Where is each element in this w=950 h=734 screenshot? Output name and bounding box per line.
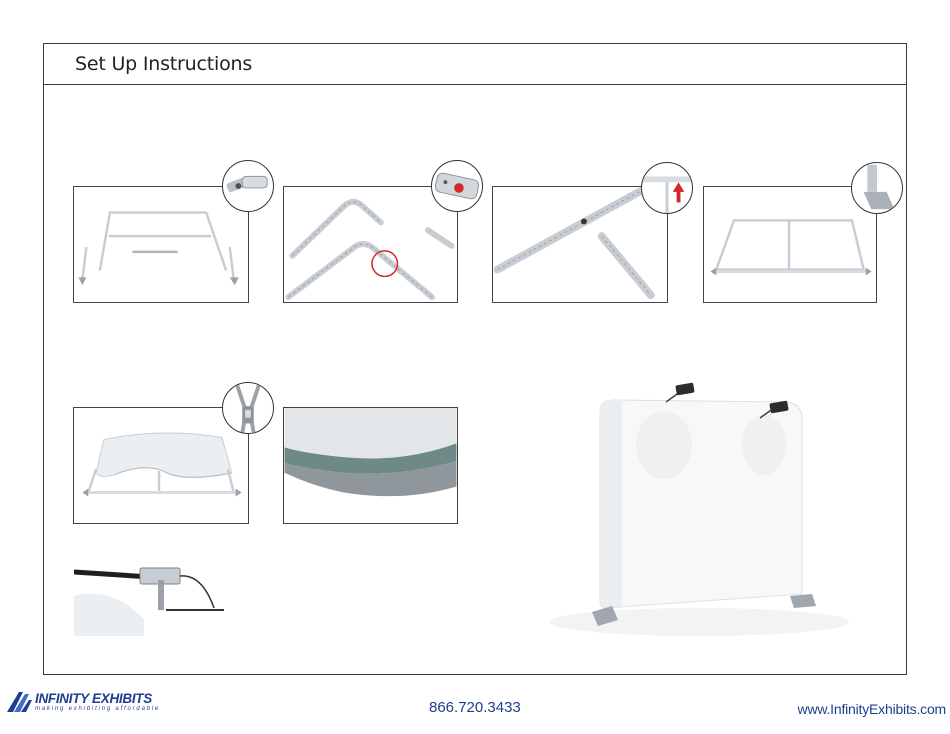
corner-connection-illustration [284,187,457,302]
step-3-tube-insertion-panel [492,186,668,303]
website-link[interactable]: www.InfinityExhibits.com [798,701,946,717]
step-2-corner-connection-panel [283,186,458,303]
step-7-light-clamp-panel [74,560,224,636]
logo-mark-icon [5,688,33,716]
frame-layout-illustration [74,187,248,302]
up-arrow-callout [641,162,693,214]
step-1-frame-layout-panel [73,186,249,303]
step-5-fabric-over-frame-panel [73,407,249,524]
red-push-button-callout [431,160,483,212]
foot-base-icon [852,163,902,213]
push-button-connector-icon [223,161,273,211]
red-push-button-icon [432,161,482,211]
zipper-icon [223,383,273,433]
completed-display-illustration [494,350,874,658]
title-bar: Set Up Instructions [44,44,906,85]
up-arrow-icon [642,163,692,213]
infinity-exhibits-logo[interactable]: INFINITY EXHIBITS making exhibiting affo… [5,688,155,720]
phone-number[interactable]: 866.720.3433 [429,699,521,716]
fabric-edge-closeup-illustration [284,408,457,523]
logo-tagline: making exhibiting affordable [35,706,160,712]
push-button-connector-callout [222,160,274,212]
step-6-fabric-edge-closeup-panel [283,407,458,524]
completed-display-panel [494,350,874,658]
light-clamp-illustration [74,560,224,636]
fabric-over-frame-illustration [74,408,248,523]
frame-assembled-illustration [704,187,876,302]
step-4-frame-assembled-panel [703,186,877,303]
page-title: Set Up Instructions [75,53,252,75]
logo-name: INFINITY EXHIBITS [35,691,152,706]
tube-insertion-illustration [493,187,667,302]
zipper-callout [222,382,274,434]
foot-base-callout [851,162,903,214]
